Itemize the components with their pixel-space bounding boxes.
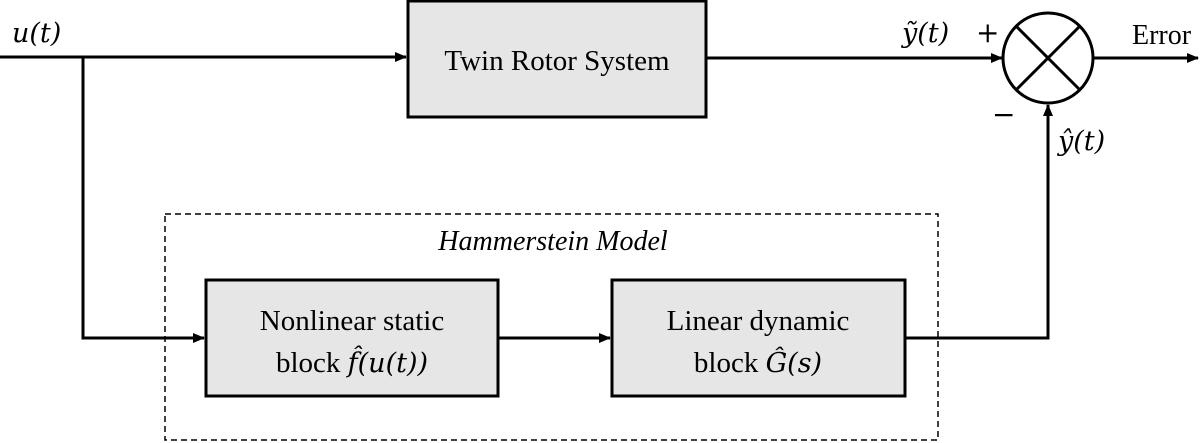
nonlinear-static-block [204, 278, 500, 398]
linear-block-line1: Linear dynamic [667, 305, 850, 337]
hammerstein-model-frame [164, 213, 939, 441]
plant-output-label: ỹ(t) [901, 18, 949, 49]
linear-block-math: Ĝ(s) [766, 345, 823, 379]
linear-block-prefix: block [694, 347, 766, 379]
input-signal-label: u(t) [12, 18, 61, 49]
input-branch-wire [81, 57, 205, 343]
nonlinear-block-line2: block f̂(u(t)) [276, 345, 428, 379]
summing-junction-icon [1001, 11, 1095, 105]
minus-sign-label: − [992, 98, 1015, 131]
nonlinear-block-line1: Nonlinear static [260, 305, 444, 337]
nonlinear-block-prefix: block [276, 347, 348, 379]
hammerstein-model-title: Hammerstein Model [437, 226, 668, 257]
model-output-label: ŷ(t) [1057, 126, 1105, 157]
plus-sign-label: + [976, 16, 999, 49]
linear-dynamic-block [610, 278, 907, 398]
nonlinear-block-math: f̂(u(t)) [346, 345, 428, 379]
model-output-wire [905, 104, 1053, 340]
twin-rotor-system-label: Twin Rotor System [444, 45, 670, 77]
twin-rotor-system-block [406, 0, 708, 119]
linear-block-line2: block Ĝ(s) [694, 345, 822, 379]
error-label: Error [1132, 20, 1192, 51]
